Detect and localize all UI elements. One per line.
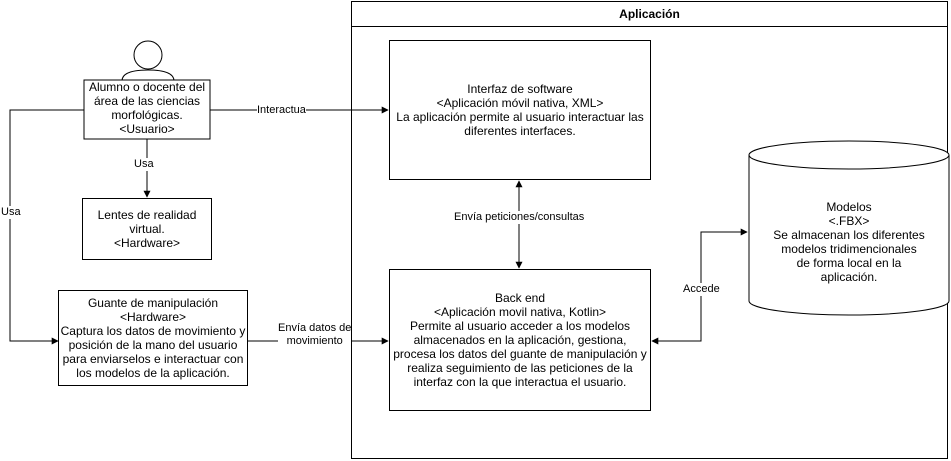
backend-label: Back end <Aplicación movil nativa, Kotli… <box>393 291 647 389</box>
vr-glasses-box: Lentes de realidad virtual. <Hardware> <box>82 198 212 260</box>
user-actor-icon <box>121 40 175 82</box>
edge-label-usa-glove: Usa <box>1 206 21 219</box>
application-boundary-title: Aplicación <box>351 1 948 27</box>
interface-box: Interfaz de software <Aplicación móvil n… <box>389 40 651 180</box>
edge-label-envia-peticiones: Envía peticiones/consultas <box>454 211 585 224</box>
edge-label-usa-vr: Usa <box>134 158 154 171</box>
database-label: Modelos <.FBX> Se almacenan los diferent… <box>773 200 925 284</box>
application-title: Aplicación <box>619 6 680 21</box>
glove-label: Guante de manipulación <Hardware> Captur… <box>60 296 246 380</box>
edge-label-interactua: Interactua <box>257 104 306 117</box>
vr-glasses-label: Lentes de realidad virtual. <Hardware> <box>97 208 197 250</box>
actor-label: Alumno o docente del área de las ciencia… <box>88 80 206 136</box>
edge-label-envia-datos: Envía datos de movimiento <box>278 322 352 348</box>
glove-box: Guante de manipulación <Hardware> Captur… <box>58 290 248 386</box>
edge-usa-glove <box>9 109 84 345</box>
backend-box: Back end <Aplicación movil nativa, Kotli… <box>389 269 651 411</box>
database-cylinder-icon <box>748 140 950 316</box>
edge-label-accede: Accede <box>683 283 720 296</box>
interface-label: Interfaz de software <Aplicación móvil n… <box>396 82 644 138</box>
